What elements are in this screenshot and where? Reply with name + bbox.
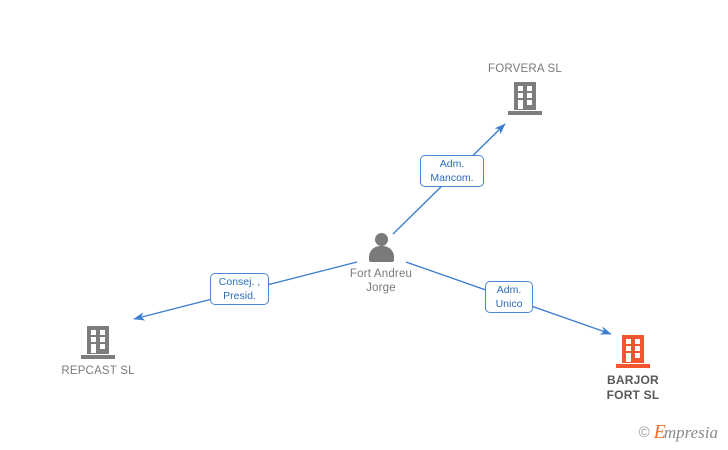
watermark-brand-initial: E (653, 421, 666, 443)
building-icon (508, 82, 542, 115)
relation-label-adm-unico[interactable]: Adm. Unico (485, 281, 533, 313)
relation-label-consej-presid[interactable]: Consej. , Presid. (210, 273, 269, 305)
node-person[interactable]: Fort Andreu Jorge (316, 232, 446, 295)
node-label-repcast: REPCAST SL (61, 365, 135, 377)
node-label-person: Fort Andreu Jorge (349, 268, 413, 294)
node-forvera[interactable]: FORVERA SL (460, 62, 590, 115)
node-label-forvera: FORVERA SL (487, 63, 562, 75)
person-icon (366, 232, 396, 262)
node-barjor[interactable]: BARJOR FORT SL (568, 335, 698, 403)
copyright-icon: © (638, 423, 650, 441)
watermark-brand-rest: mpresia (663, 423, 718, 442)
building-icon (616, 335, 650, 368)
node-label-barjor: BARJOR FORT SL (606, 373, 660, 402)
node-repcast[interactable]: REPCAST SL (33, 326, 163, 378)
building-icon (81, 326, 115, 359)
relation-label-adm-mancom[interactable]: Adm. Mancom. (420, 155, 484, 187)
watermark-empresia: © E mpresia (639, 422, 718, 442)
